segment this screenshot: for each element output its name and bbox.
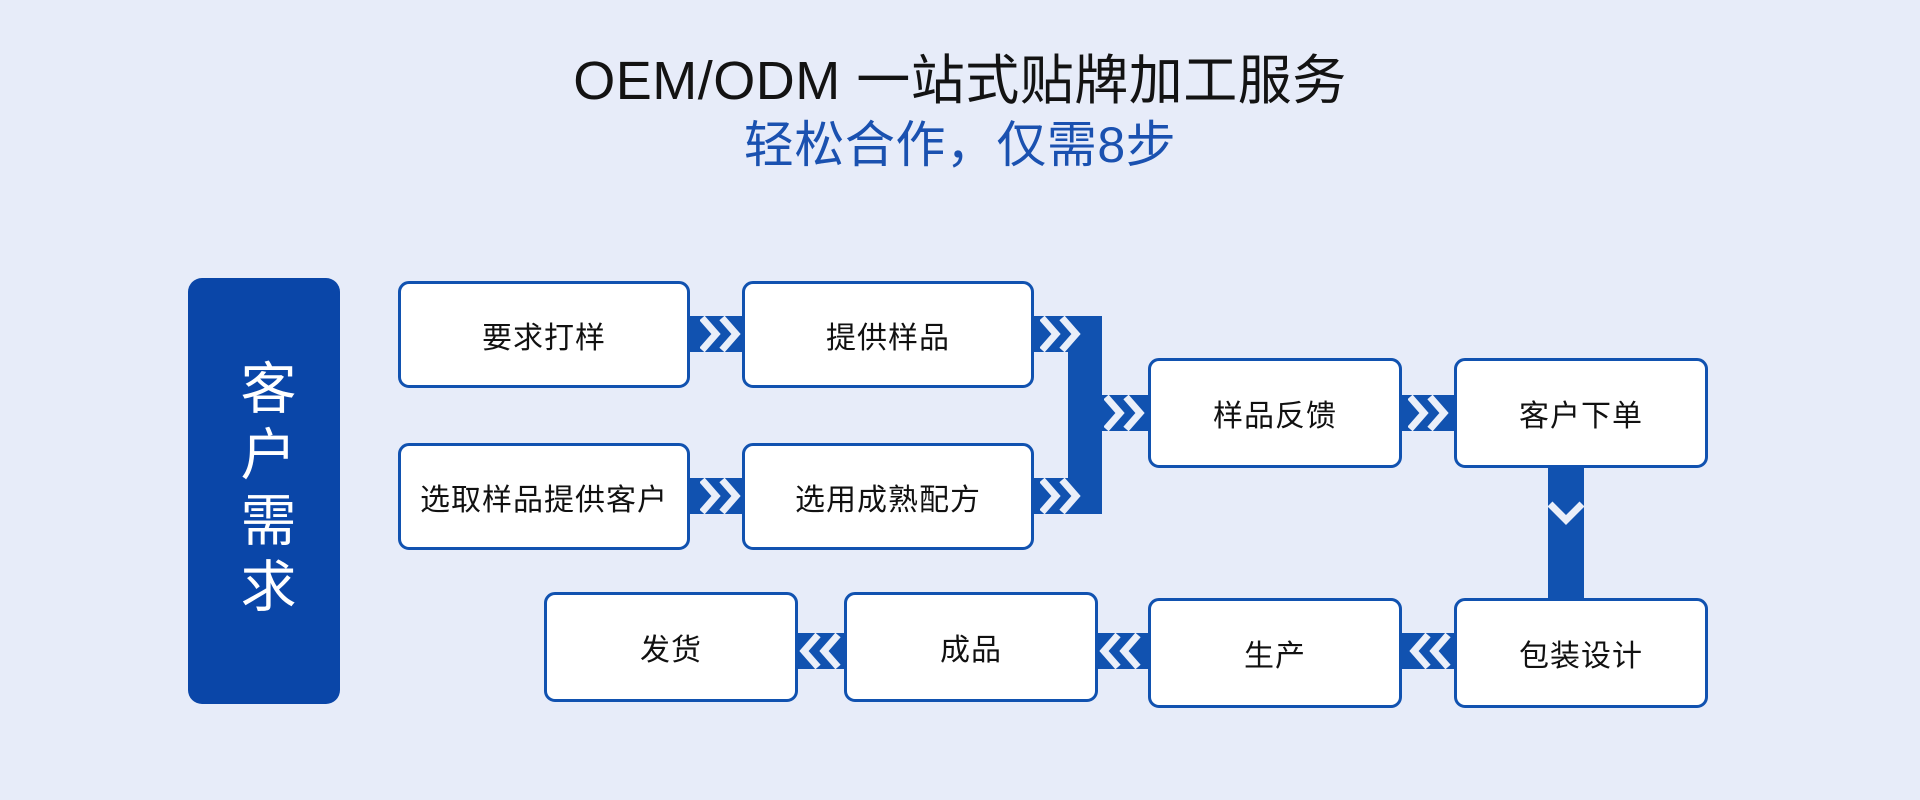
connector-n6-n7 bbox=[1548, 455, 1584, 601]
page-title: OEM/ODM 一站式贴牌加工服务 bbox=[573, 51, 1347, 111]
node-finished-product[interactable]: 成品 bbox=[844, 592, 1098, 702]
node-requirement-sampling[interactable]: 要求打样 bbox=[398, 281, 690, 388]
customer-requirement-banner: 客户需求 bbox=[188, 278, 340, 704]
connector-trunk-n5 bbox=[1068, 395, 1156, 431]
node-package-design[interactable]: 包装设计 bbox=[1454, 598, 1708, 708]
connector-n5-n6 bbox=[1396, 395, 1462, 431]
side-banner-label: 客户需求 bbox=[233, 359, 296, 623]
node-production[interactable]: 生产 bbox=[1148, 598, 1402, 708]
node-sample-feedback[interactable]: 样品反馈 bbox=[1148, 358, 1402, 468]
connector-n8-n9 bbox=[1090, 633, 1152, 669]
node-select-sample-for-customer[interactable]: 选取样品提供客户 bbox=[398, 443, 690, 550]
page-subtitle: 轻松合作，仅需8步 bbox=[743, 117, 1177, 173]
heading-block: OEM/ODM 一站式贴牌加工服务 轻松合作，仅需8步 bbox=[0, 48, 1920, 176]
node-customer-order[interactable]: 客户下单 bbox=[1454, 358, 1708, 468]
connector-n9-n10 bbox=[790, 633, 852, 669]
node-use-mature-formula[interactable]: 选用成熟配方 bbox=[742, 443, 1034, 550]
connector-n7-n8 bbox=[1400, 633, 1462, 669]
node-provide-sample[interactable]: 提供样品 bbox=[742, 281, 1034, 388]
node-shipment[interactable]: 发货 bbox=[544, 592, 798, 702]
